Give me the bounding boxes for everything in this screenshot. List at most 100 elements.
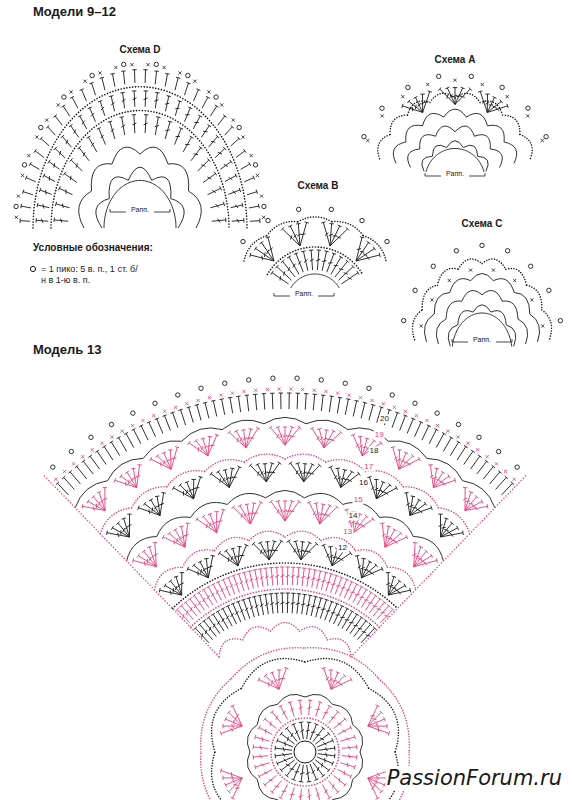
chain-loop — [504, 142, 517, 163]
stitch-symbol — [48, 160, 60, 169]
chain-loop — [423, 113, 444, 125]
stitch-symbol — [263, 717, 276, 728]
chain-loop — [257, 704, 277, 724]
stitch-symbol — [274, 593, 279, 613]
stitch-symbol — [309, 250, 314, 270]
chain-loop — [413, 310, 423, 340]
chain-loop — [422, 156, 433, 171]
row-number: 16 — [358, 479, 369, 488]
stitch-symbol — [276, 426, 285, 445]
stitch-symbol — [328, 547, 333, 566]
stitch-symbol — [131, 468, 137, 487]
stitch-symbol — [275, 746, 292, 751]
stitch-symbol — [176, 608, 190, 623]
chain-loop — [378, 134, 390, 158]
single-crochet — [381, 114, 384, 117]
stitch-symbol — [231, 575, 239, 593]
stitch-symbol — [132, 429, 141, 444]
picot-symbol — [62, 95, 66, 99]
stitch-symbol — [263, 775, 276, 786]
repeat-label: Рапп. — [445, 170, 465, 178]
stitch-symbol — [53, 115, 62, 126]
stitch-symbol — [210, 105, 218, 116]
stitch-symbol — [294, 253, 303, 272]
model-13-chart — [44, 376, 526, 657]
stitch-symbol — [358, 436, 363, 455]
stitch-symbol — [216, 470, 229, 487]
stitch-symbol — [254, 247, 274, 261]
chain-loop — [304, 493, 342, 504]
chain-loop — [333, 704, 353, 724]
stitch-symbol — [318, 746, 335, 751]
chain-loop — [100, 508, 131, 534]
stitch-symbol — [325, 601, 334, 620]
chain-loop — [424, 314, 434, 342]
stitch-symbol — [155, 496, 160, 515]
picot-symbol — [456, 422, 460, 426]
legend-text: = 1 пико: 5 в. п., 1 ст. б/н в 1-ю в. п. — [41, 264, 141, 286]
stitch-symbol — [132, 91, 136, 107]
stitch-symbol — [218, 115, 227, 126]
stitch-symbol — [397, 450, 402, 469]
stitch-symbol — [187, 407, 194, 423]
stitch-symbol — [212, 218, 226, 223]
chain-loop — [227, 493, 265, 504]
scheme-a — [362, 74, 549, 176]
stitch-symbol — [414, 96, 423, 112]
stitch-symbol — [184, 601, 197, 616]
chain-loop — [355, 550, 387, 568]
stitch-symbol — [262, 394, 266, 410]
scheme-c — [401, 243, 562, 346]
single-crochet — [114, 66, 117, 69]
picot-symbol — [199, 386, 203, 390]
picot-symbol — [390, 393, 394, 397]
stitch-symbol — [214, 512, 218, 533]
chain-loop — [305, 659, 369, 689]
stitch-symbol — [143, 70, 147, 83]
picot-symbol — [295, 376, 299, 380]
stitch-symbol — [288, 702, 294, 717]
stitch-symbol — [246, 427, 260, 448]
stitch-symbol — [236, 149, 246, 157]
chain-loop — [267, 222, 298, 236]
stitch-symbol — [183, 136, 193, 152]
stitch-symbol — [407, 100, 422, 113]
stitch-symbol — [335, 577, 344, 595]
chain-loop — [432, 145, 446, 156]
stitch-symbol — [258, 595, 264, 615]
chain-loop — [285, 531, 321, 540]
single-crochet — [15, 216, 18, 219]
stitch-symbol — [231, 203, 243, 208]
stitch-symbol — [356, 237, 364, 261]
row-number: 17 — [363, 463, 374, 472]
stitch-symbol — [388, 580, 401, 595]
stitch-symbol — [70, 158, 83, 171]
stitch-symbol — [29, 162, 39, 169]
chain-loop — [127, 536, 157, 561]
center-motif — [201, 648, 410, 800]
stitch-symbol — [227, 711, 242, 726]
stitch-symbol — [266, 237, 274, 261]
single-crochet — [17, 194, 20, 197]
stitch-symbol — [108, 121, 115, 139]
stitch-symbol — [320, 506, 339, 524]
stitch-symbol — [143, 502, 160, 515]
stitch-symbol — [132, 70, 136, 83]
stitch-symbol — [154, 71, 158, 84]
heading: Схема A — [435, 54, 476, 66]
chain-loop — [241, 659, 305, 689]
stitch-symbol — [356, 241, 370, 261]
stitch-symbol — [385, 535, 408, 547]
single-crochet — [220, 103, 223, 106]
chain-loop — [300, 627, 328, 640]
single-crochet — [504, 470, 507, 473]
stitch-symbol — [316, 571, 322, 589]
chain-loop — [205, 460, 245, 472]
chain-loop — [478, 156, 489, 171]
single-crochet — [301, 388, 304, 391]
stitch-symbol — [276, 738, 293, 747]
stitch-symbol — [279, 667, 288, 689]
chain-loop — [455, 93, 480, 102]
stitch-symbol — [185, 107, 193, 122]
chain-loop — [520, 134, 532, 158]
